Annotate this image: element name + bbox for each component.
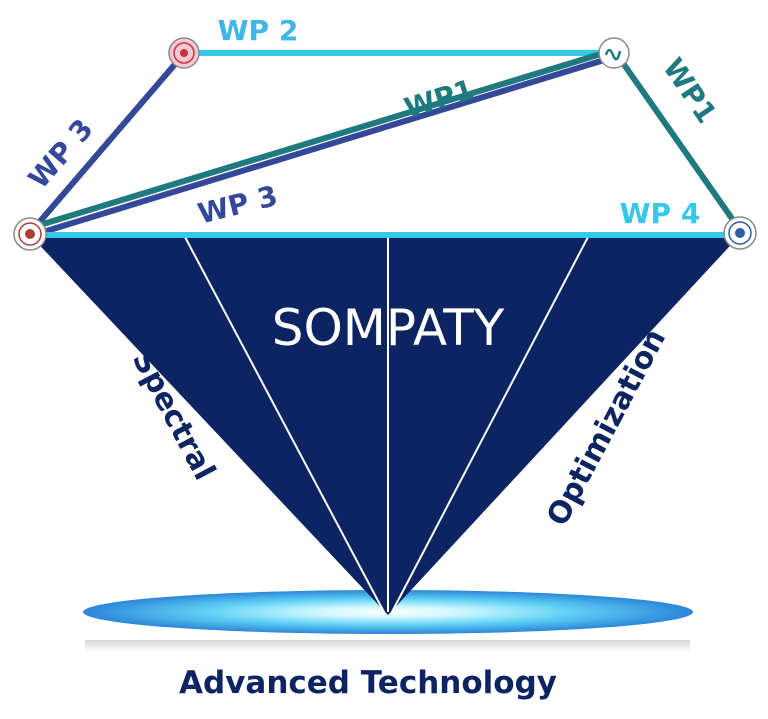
label-link-top: WP 2 [218, 14, 299, 47]
label-link-bottom: WP 4 [620, 197, 701, 230]
link-diagonal-upper [29, 47, 615, 231]
node-top-left-seal-icon [168, 37, 200, 69]
facet-line-3 [391, 236, 589, 613]
center-title: SOMPATY [272, 299, 505, 357]
node-left-seal-icon [13, 217, 47, 251]
link-diagonal-lower [29, 54, 615, 239]
label-link-diagonal-lower: WP 3 [195, 179, 281, 231]
link-right-side [615, 54, 743, 232]
node-top-right-swirl-icon [598, 37, 630, 69]
facet-line-1 [184, 236, 385, 613]
base-label: Advanced Technology [179, 665, 557, 701]
label-link-right-side: WP1 [656, 52, 723, 129]
base-shadow [85, 640, 690, 652]
link-left-side [27, 54, 185, 235]
sompaty-triangle [30, 235, 740, 615]
label-link-left-side: WP 3 [22, 113, 100, 196]
node-right-seal-icon [723, 216, 757, 250]
label-link-diagonal-upper: WP1 [401, 73, 478, 125]
